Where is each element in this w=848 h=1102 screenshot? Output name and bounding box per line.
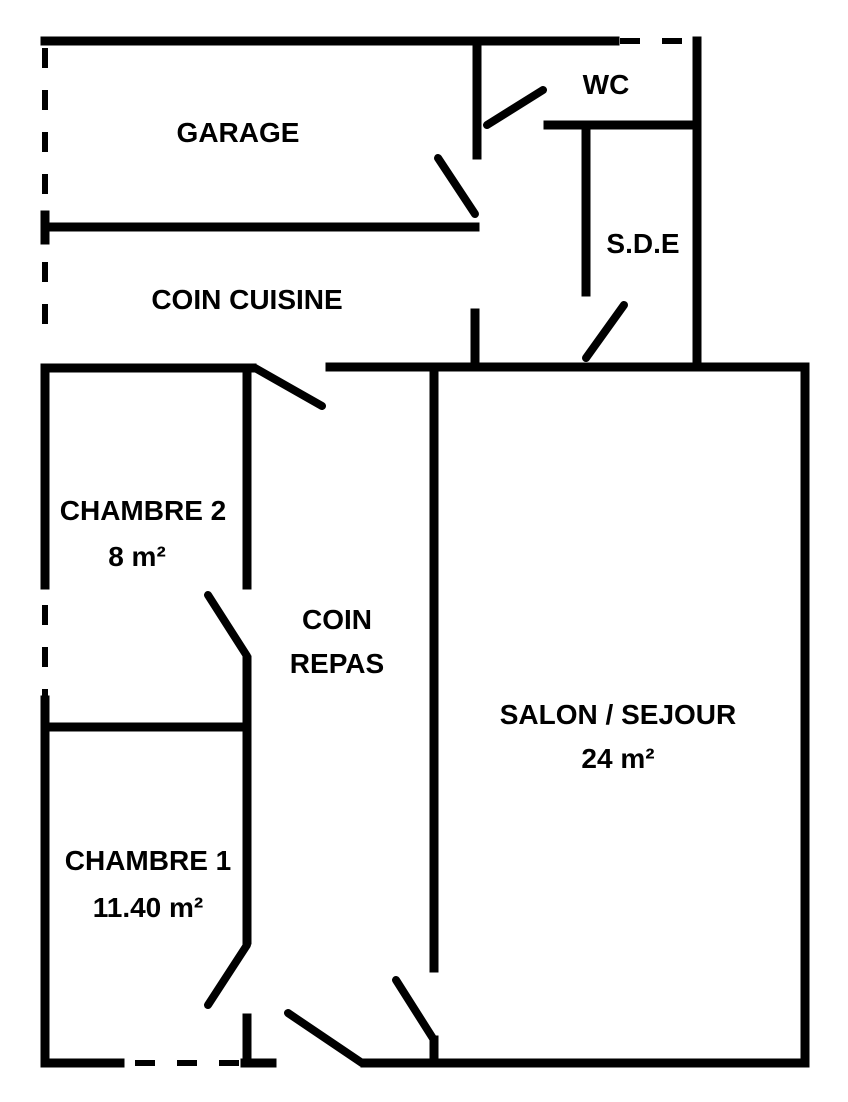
room-area-salon: 24 m²: [581, 743, 654, 774]
door-cuisine-repas: [251, 364, 326, 410]
room-label-coin-repas-line2: REPAS: [290, 648, 384, 679]
room-label-wc: WC: [583, 69, 630, 100]
room-label-chambre2: CHAMBRE 2: [60, 495, 226, 526]
door-wc: [483, 86, 547, 129]
door-garage: [434, 154, 479, 218]
room-area-chambre2: 8 m²: [108, 541, 166, 572]
door-salon: [392, 976, 438, 1044]
room-label-chambre1: CHAMBRE 1: [65, 845, 231, 876]
room-label-coin-cuisine: COIN CUISINE: [151, 284, 342, 315]
room-label-coin-repas-line1: COIN: [302, 604, 372, 635]
door-chambre1: [204, 941, 251, 1009]
room-area-chambre1: 11.40 m²: [93, 892, 204, 923]
room-label-salon: SALON / SEJOUR: [500, 699, 736, 730]
door-entrance: [284, 1009, 366, 1067]
room-label-sde: S.D.E: [606, 228, 679, 259]
room-label-garage: GARAGE: [177, 117, 300, 148]
door-chambre2: [204, 591, 251, 660]
door-sde: [582, 301, 628, 362]
